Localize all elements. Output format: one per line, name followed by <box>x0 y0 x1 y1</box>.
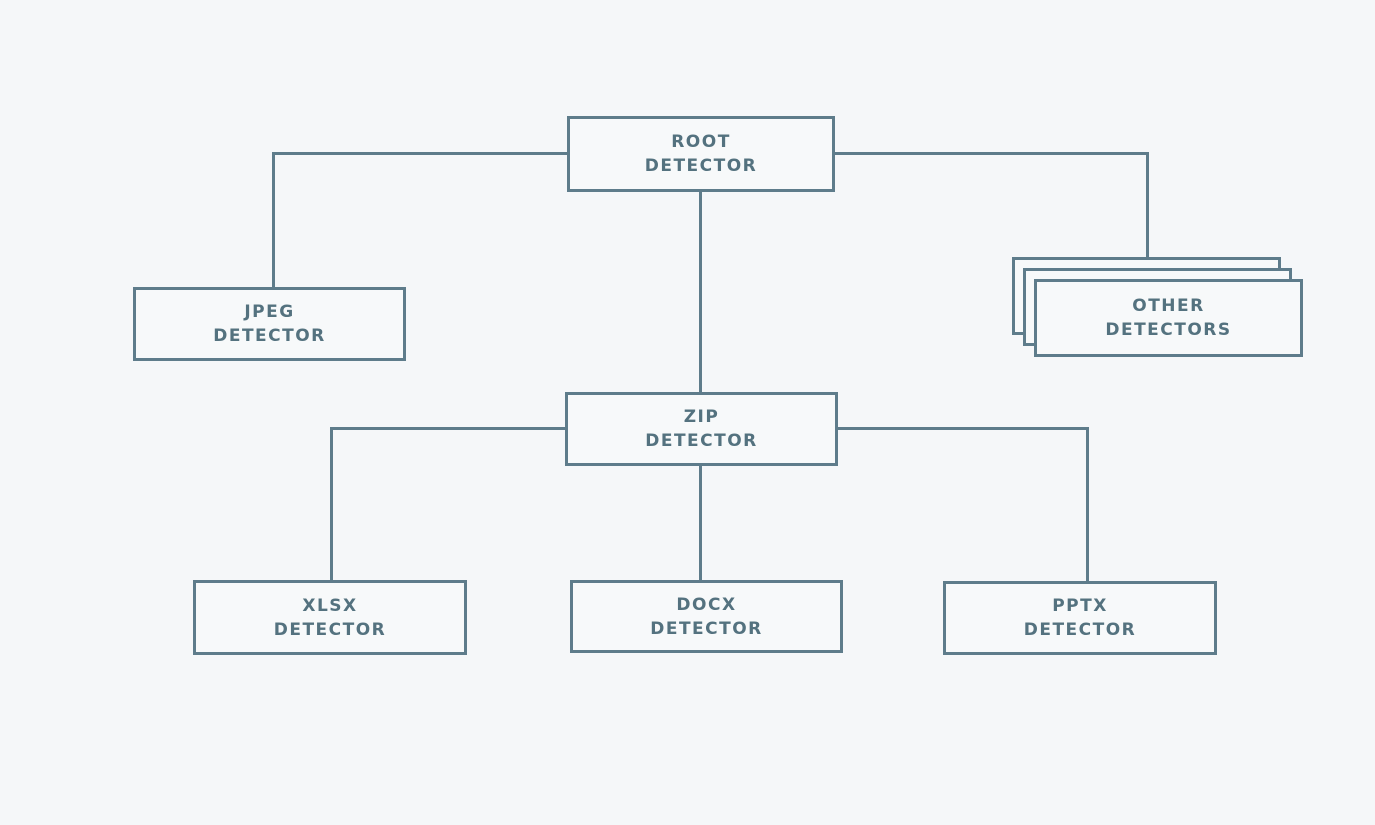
connector-zip-docx-vertical <box>699 466 702 580</box>
node-label-line: PPTX <box>1052 596 1108 616</box>
node-pptx-detector: PPTX DETECTOR <box>943 581 1217 655</box>
connector-zip-xlsx-horizontal <box>330 427 565 430</box>
node-label-line: DETECTORS <box>1105 320 1232 340</box>
connector-root-other-vertical <box>1146 152 1149 257</box>
node-label-line: DETECTOR <box>644 156 758 176</box>
node-label-line: DOCX <box>676 594 737 615</box>
node-jpeg-detector: JPEG DETECTOR <box>133 287 406 361</box>
node-docx-detector: DOCX DETECTOR <box>570 580 843 653</box>
node-label-line: ZIP <box>683 407 720 427</box>
node-label-line: DETECTOR <box>1023 620 1137 640</box>
connector-zip-pptx-vertical <box>1086 427 1089 581</box>
node-label-line: XLSX <box>302 595 358 616</box>
node-other-detectors: OTHER DETECTORS <box>1034 279 1303 357</box>
node-label-line: DETECTOR <box>650 618 763 639</box>
node-label-line: ROOT <box>671 132 731 152</box>
node-zip-detector: ZIP DETECTOR <box>565 392 838 466</box>
node-root-detector: ROOT DETECTOR <box>567 116 835 192</box>
connector-zip-pptx-horizontal <box>838 427 1088 430</box>
node-xlsx-detector: XLSX DETECTOR <box>193 580 467 655</box>
node-label-line: DETECTOR <box>213 326 326 346</box>
node-label-line: DETECTOR <box>645 431 758 451</box>
connector-root-zip-vertical <box>699 192 702 392</box>
connector-root-other-horizontal <box>835 152 1149 155</box>
node-label-line: JPEG <box>244 302 295 322</box>
node-label-line: DETECTOR <box>273 619 387 640</box>
connector-root-jpeg-vertical <box>272 152 275 287</box>
connector-root-jpeg-horizontal <box>272 152 567 155</box>
connector-zip-xlsx-vertical <box>330 427 333 580</box>
node-label-line: OTHER <box>1132 296 1205 316</box>
